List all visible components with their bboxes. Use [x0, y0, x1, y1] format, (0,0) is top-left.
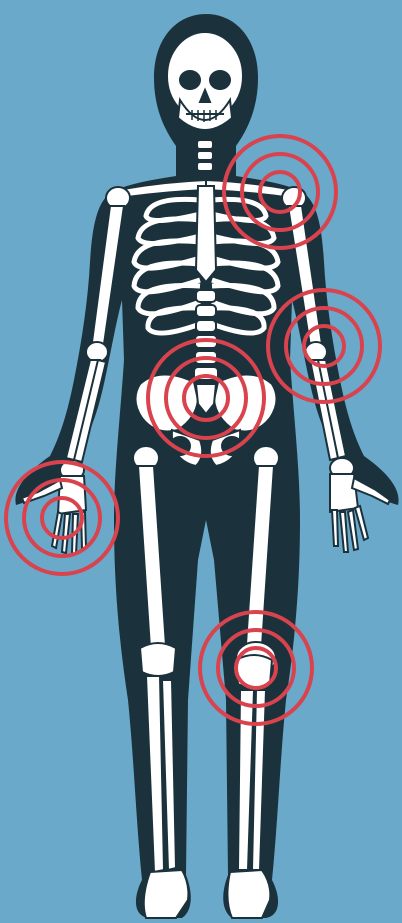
right-eye-socket — [210, 71, 230, 89]
skull — [167, 32, 243, 130]
left-eye-socket — [180, 71, 200, 89]
sternum — [196, 186, 216, 282]
cervical-spine — [197, 140, 213, 171]
